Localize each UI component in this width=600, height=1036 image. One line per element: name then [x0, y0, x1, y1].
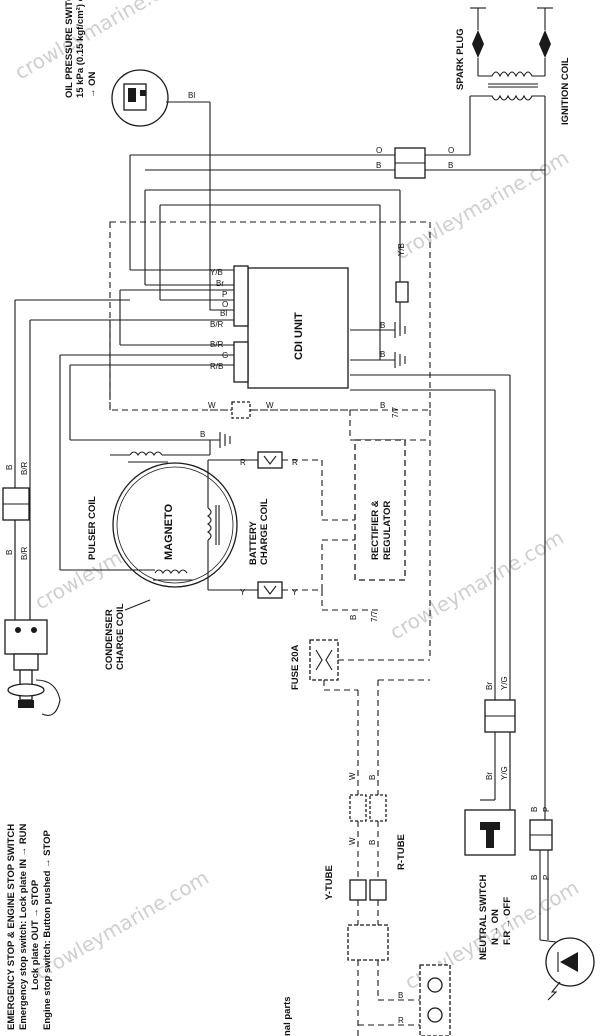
estop-line-2: Lock plate OUT → STOP [30, 879, 41, 990]
cdi-pin-p: P [222, 290, 227, 299]
neutral-switch-title: NEUTRAL SWITCH [478, 875, 489, 960]
r-tube-label: R-TUBE [396, 834, 407, 870]
fuse-label: FUSE 20A [290, 644, 301, 690]
wire-code-bl-oil: Bl [188, 91, 195, 100]
cdi-grounds [219, 322, 406, 448]
wire-code-o-2: O [448, 146, 454, 155]
wire-code-br-es2: B/R [20, 546, 29, 560]
tube-harness [347, 794, 451, 1036]
wire-code-b-ns: B [530, 807, 539, 812]
wire-code-r-2: R [292, 458, 298, 467]
rectifier-regulator-label-2: REGULATOR [382, 501, 393, 560]
wire-code-p-ns: P [542, 807, 551, 812]
wire-code-w-3: W [348, 772, 357, 780]
wire-code-b-ground: B [200, 430, 205, 439]
wire-code-b-es1: B [5, 465, 14, 470]
watermark-4: crowleymarine.com [386, 525, 568, 644]
wire-code-br-es1: B/R [20, 461, 29, 475]
battery-charge-coil-label-2: CHARGE COIL [259, 498, 270, 565]
wire-code-b-7: B [398, 991, 403, 1000]
wire-code-b-1: B [376, 161, 381, 170]
condenser-pointer [124, 599, 151, 611]
optional-parts-label: nal parts [282, 996, 293, 1036]
wire-code-b-3: B [380, 401, 385, 410]
wire-code-y-1: Y [240, 588, 246, 597]
oil-pressure-switch-state: → ON [87, 71, 98, 98]
condenser-charge-coil-label-2: CHARGE COIL [115, 603, 126, 670]
wire-code-w-1: W [208, 401, 216, 410]
ignition-connector [130, 147, 545, 179]
wire-code-o-1: O [376, 146, 382, 155]
magneto [60, 440, 258, 591]
wire-code-y-2: Y [292, 588, 298, 597]
wire-code-r-1: R [240, 458, 246, 467]
wire-code-br-ns2: Br [485, 772, 494, 780]
spark-plug-ignition-coil [469, 7, 553, 170]
oil-pressure-switch-spec: 15 kPa (0.15 kgf/cm²) or less [75, 0, 86, 98]
wire-code-r-3: R [398, 1016, 404, 1025]
cdi-pin-o: O [222, 300, 228, 309]
wire-code-77-1: 7/7 [391, 406, 400, 418]
neutral-switch [464, 699, 595, 1001]
wire-code-b-ns2: B [530, 875, 539, 880]
condenser-charge-coil-label-1: CONDENSER [104, 609, 115, 670]
estop-line-1: Emergency stop switch: Lock plate IN → R… [18, 823, 29, 1030]
rectifier-regulator-label-1: RECTIFIER & [370, 500, 381, 560]
spark-plug-label: SPARK PLUG [455, 28, 466, 90]
estop-title: EMERGENCY STOP & ENGINE STOP SWITCH [6, 824, 17, 1030]
wire-code-w-2: W [266, 401, 274, 410]
oil-pressure-switch-title: OIL PRESSURE SWITCH [64, 0, 75, 98]
wire-code-b-cdi1: B [380, 321, 385, 330]
wire-code-b-es2: B [5, 550, 14, 555]
cdi-unit [233, 265, 349, 389]
watermark-1: crowleymarine.com [11, 0, 193, 84]
neutral-switch-fr: F.R → OFF [502, 897, 513, 945]
cdi-unit-label: CDI UNIT [293, 312, 305, 360]
magneto-label: MAGNETO [163, 504, 175, 560]
cdi-pin-rb: R/B [210, 362, 223, 371]
wire-code-b-cdi2: B [380, 350, 385, 359]
wire-code-w-4: W [348, 837, 357, 845]
cdi-lower-wires [59, 344, 234, 570]
cdi-pin-bl: Bl [220, 309, 227, 318]
wire-code-b-6: B [368, 840, 377, 845]
wire-code-b-2: B [448, 161, 453, 170]
y-tube-label: Y-TUBE [324, 865, 335, 900]
oil-pressure-switch [111, 69, 211, 150]
battery-charge-coil-label-1: BATTERY [248, 521, 259, 565]
wire-code-p-ns2: P [542, 875, 551, 880]
cdi-pin-br2: B/R [210, 320, 224, 329]
wire-code-b-4: B [349, 615, 358, 620]
battery-coil-connectors [257, 451, 380, 611]
emergency-stop-switch [2, 487, 61, 716]
ignition-coil-label: IGNITION COIL [560, 57, 571, 125]
cdi-pin-yb: Y/B [210, 268, 223, 277]
rectifier-regulator [354, 439, 406, 581]
wire-code-yg-ns2: Y/G [500, 766, 509, 780]
wire-code-yg-ns1: Y/G [500, 676, 509, 690]
wire-code-b-5: B [368, 775, 377, 780]
wire-code-br-ns1: Br [485, 682, 494, 690]
harness-wires [14, 150, 546, 821]
fuse-20a [309, 639, 430, 795]
wire-code-yb: Y/B [397, 243, 406, 256]
watermark-5: crowleymarine.com [31, 865, 213, 984]
wire-code-77-2: 7/7 [370, 610, 379, 622]
cdi-pin-br: Br [216, 279, 224, 288]
neutral-switch-n: N → ON [490, 909, 501, 945]
pulser-coil-label: PULSER COIL [87, 496, 98, 560]
estop-line-3: Engine stop switch: Button pushed → STOP [42, 829, 53, 1030]
